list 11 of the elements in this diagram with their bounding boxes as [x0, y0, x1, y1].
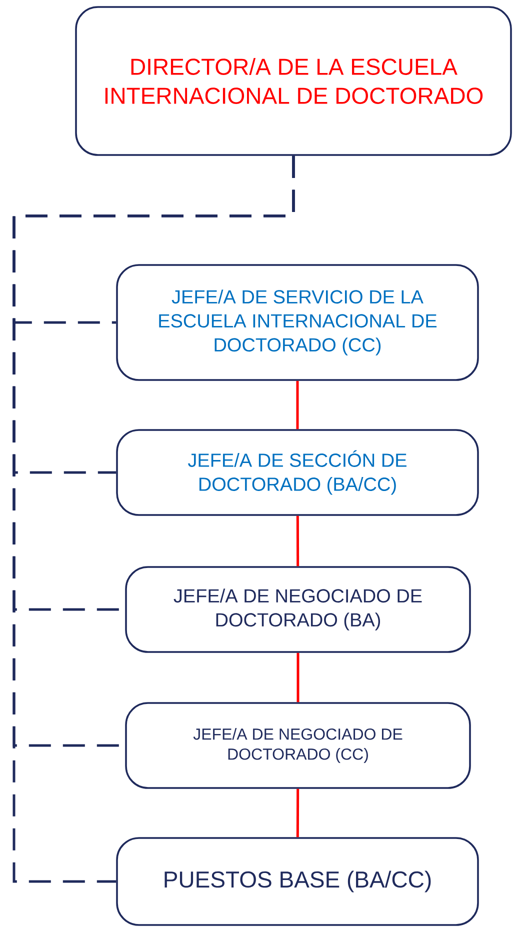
connector-line: [296, 516, 300, 566]
connector-line: [296, 380, 299, 430]
org-box: JEFE/A DE SECCIÓN DE DOCTORADO (BA/CC): [116, 429, 479, 516]
connector-line: [12, 156, 295, 883]
org-box: PUESTOS BASE (BA/CC): [116, 837, 479, 926]
org-box: JEFE/A DE NEGOCIADO DE DOCTORADO (CC): [125, 702, 471, 789]
org-box: JEFE/A DE SERVICIO DE LA ESCUELA INTERNACIONAL DE DOCTORADO (CC): [116, 264, 479, 381]
org-box: DIRECTOR/A DE LA ESCUELA INTERNACIONAL DE DOCTORADO: [75, 6, 512, 156]
org-box: JEFE/A DE NEGOCIADO DE DOCTORADO (BA): [125, 566, 471, 653]
connector-line: [296, 652, 300, 702]
connector-line: [296, 788, 300, 838]
